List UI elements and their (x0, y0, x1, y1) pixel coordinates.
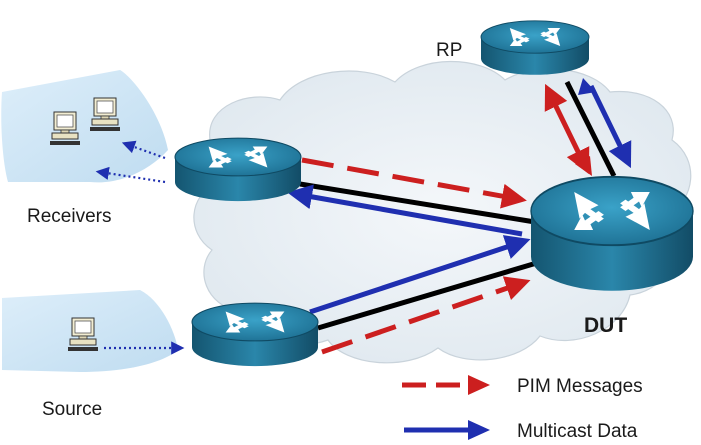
source-label: Source (42, 399, 102, 420)
receiver-delivery-arrow (121, 140, 166, 160)
pim-arrowhead-rp-dut (575, 156, 592, 176)
receiver-router-icon (174, 137, 302, 202)
legend-pim-label: PIM Messages (517, 376, 643, 397)
link-source-dut (317, 259, 541, 331)
link-receiver-dut (299, 181, 536, 225)
multicast-arrow-source-dut (309, 235, 531, 315)
multicast-arrow-rp-dut (588, 84, 632, 169)
receiver-delivery-arrow (95, 166, 166, 184)
source-router-icon (191, 302, 319, 367)
dut-router-icon (530, 175, 694, 292)
cloud-shape (193, 60, 692, 364)
link-rp-dut (564, 80, 617, 178)
rp-router-icon (480, 20, 590, 76)
multicast-arrow-dut-receiver (287, 184, 523, 237)
receivers-lan-segment (1, 70, 168, 183)
multicast-arrowhead-dut-rp (578, 78, 596, 95)
rp-label: RP (436, 40, 462, 61)
dut-label: DUT (584, 314, 627, 337)
receivers-label: Receivers (27, 206, 111, 227)
legend-multicast-label: Multicast Data (517, 421, 638, 442)
legend-multicast-arrowhead (468, 420, 490, 440)
pim-arrow-source-dut (321, 276, 531, 355)
pim-arrow-receiver-dut (301, 157, 527, 209)
legend: PIM Messages Multicast Data (402, 375, 643, 442)
legend-pim-arrowhead (468, 375, 490, 395)
